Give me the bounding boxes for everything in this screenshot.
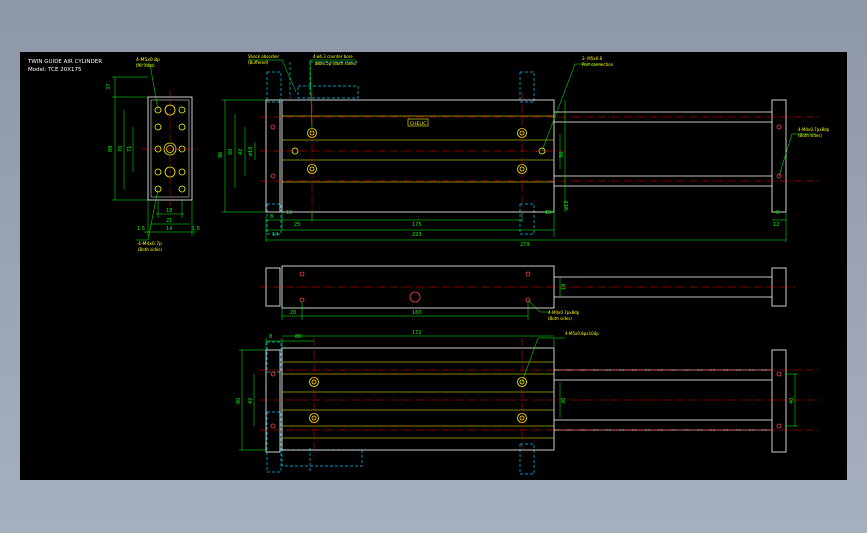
dim-70: 70 (118, 146, 124, 152)
dim-18: 18 (166, 208, 172, 214)
dim-89: 89 (108, 146, 114, 152)
port-note-sub: Port connection (582, 62, 614, 67)
counterbore-note: 4-ø4.3 counter bore (313, 54, 353, 59)
dim-40: 40 (789, 398, 795, 404)
dim-phi12: ø12 (564, 201, 570, 210)
brand-logo: CHELIC (410, 121, 426, 127)
dim-80: 80 (295, 334, 301, 340)
dim-21: 21 (166, 218, 172, 224)
cad-drawing: TWIN GUIDE AIR CYLINDER Model: TCE 20X17… (27, 54, 830, 475)
side-top-note: 4-M5x0.8p (136, 57, 160, 63)
dim-279: 279 (520, 242, 530, 248)
dim-12: 12 (773, 222, 779, 228)
cad-viewport[interactable]: TWIN GUIDE AIR CYLINDER Model: TCE 20X17… (20, 52, 847, 480)
dim-80-vert: 80 (236, 398, 242, 404)
dim-172: 172 (412, 330, 422, 336)
port-note: 2- M5x0.8 (582, 56, 602, 61)
counterbore-note-sub: ø8x4.5p (Both sides) (315, 61, 357, 66)
mid-tap-note: 4-M4x0.7px8dp (548, 310, 580, 315)
dim-1-5-right: 1.5 (192, 226, 200, 232)
dim-42-bottom: 42 (248, 398, 254, 404)
side-view: 37 89 70 71 18 21 14 1.5 1.5 4-M5x0.8p (… (106, 57, 200, 252)
dim-160: 160 (412, 310, 422, 316)
dim-223: 223 (412, 232, 422, 238)
side-top-note-sub: (Air inlet) (136, 63, 155, 68)
mid-tap-note-sub: (Both sides) (548, 316, 572, 321)
shock-note: Shock absorber (248, 54, 279, 59)
dim-42: 42 (238, 149, 244, 155)
drawing-title: TWIN GUIDE AIR CYLINDER (27, 59, 102, 65)
dim-25: 25 (294, 222, 300, 228)
dim-14: 14 (166, 226, 172, 232)
top-view: CHELIC (218, 54, 830, 248)
dim-175: 175 (412, 222, 422, 228)
dim-19: 19 (545, 210, 551, 216)
dim-14-top: 14 (272, 232, 278, 238)
side-bottom-note: 4-M4x0.7p (138, 241, 162, 247)
dim-96: 96 (218, 152, 224, 158)
middle-view: 20 160 19 4-M4x0.7px8dp (Both sides) (260, 265, 795, 321)
dim-60: 60 (228, 149, 234, 155)
dim-30-bottom: 30 (561, 398, 567, 404)
shock-note-sub: (Buffered) (248, 60, 269, 65)
bottom-view: 8 80 172 80 42 30 40 4-M5x0.8px10dp (236, 330, 820, 475)
dim-phi10: ø10 (248, 147, 254, 156)
dim-71: 71 (127, 146, 133, 152)
right-tap-note: 4-M4x0.7px8dp (798, 127, 830, 132)
dim-1-5: 1.5 (137, 226, 145, 232)
side-bottom-note-sub: (Both sides) (138, 247, 162, 252)
dim-19-mid: 19 (561, 284, 567, 290)
dim-6: 6 (776, 210, 779, 216)
dim-20: 20 (290, 310, 296, 316)
dim-8-bottom: 8 (269, 334, 272, 340)
dim-10: 10 (286, 210, 292, 216)
dim-8: 8 (270, 214, 273, 220)
dim-30: 30 (559, 152, 565, 158)
drawing-model: Model: TCE 20X175 (28, 67, 82, 73)
right-tap-note-sub: (Both sides) (798, 133, 822, 138)
bottom-tap-note: 4-M5x0.8px10dp (565, 331, 599, 336)
dim-37: 37 (106, 84, 112, 90)
